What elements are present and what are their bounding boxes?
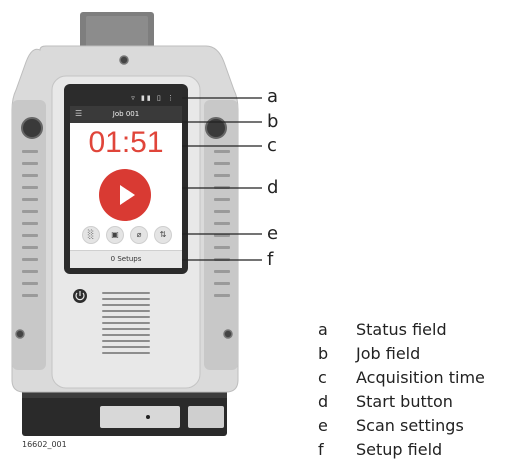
legend-text-a: Status field [356,320,447,339]
legend-text-c: Acquisition time [356,368,485,387]
left-knob [21,117,43,139]
legend-letter-f: f [318,440,324,459]
legend-letter-c: c [318,368,327,387]
left-vents [22,150,38,297]
legend-text-f: Setup field [356,440,443,459]
setup-field[interactable]: 0 Setups [70,250,182,268]
legend-letter-e: e [318,416,328,435]
callout-b: b [267,111,279,132]
status-field: ▿ ▮▮ ▯ ⋮ [70,90,182,106]
callout-e: e [267,223,279,244]
sort-arrows-icon[interactable]: ⇅ [154,226,172,244]
setup-count: 0 Setups [110,255,142,263]
menu-icon[interactable]: ☰ [75,109,83,118]
camera-icon[interactable]: ▣ [106,226,124,244]
scanner-screen: ▿ ▮▮ ▯ ⋮ ☰ Job 001 01:51 ░ ▣ ⌀ ⇅ 0 Setup… [70,90,182,268]
callout-c: c [267,135,277,156]
callout-f: f [267,249,274,270]
legend-text-b: Job field [356,344,421,363]
screws [15,55,233,339]
job-field[interactable]: ☰ Job 001 [70,106,182,123]
scan-settings: ░ ▣ ⌀ ⇅ [70,226,182,244]
job-title: Job 001 [112,110,140,118]
resolution-icon[interactable]: ░ [82,226,100,244]
legend-letter-b: b [318,344,329,363]
legend-letter-a: a [318,320,328,339]
play-icon [120,185,135,205]
acquisition-time: 01:51 [88,126,164,159]
legend-text-e: Scan settings [356,416,464,435]
callout-d: d [267,177,279,198]
status-icons: ▿ ▮▮ ▯ ⋮ [131,94,176,102]
start-button[interactable] [99,169,151,221]
figure-id: 16602_001 [22,440,67,449]
speaker-grille [102,292,150,354]
right-knob [205,117,227,139]
callout-a: a [267,86,279,107]
legend-letter-d: d [318,392,329,411]
legend-text-d: Start button [356,392,453,411]
no-image-icon[interactable]: ⌀ [130,226,148,244]
right-vents [214,150,230,297]
